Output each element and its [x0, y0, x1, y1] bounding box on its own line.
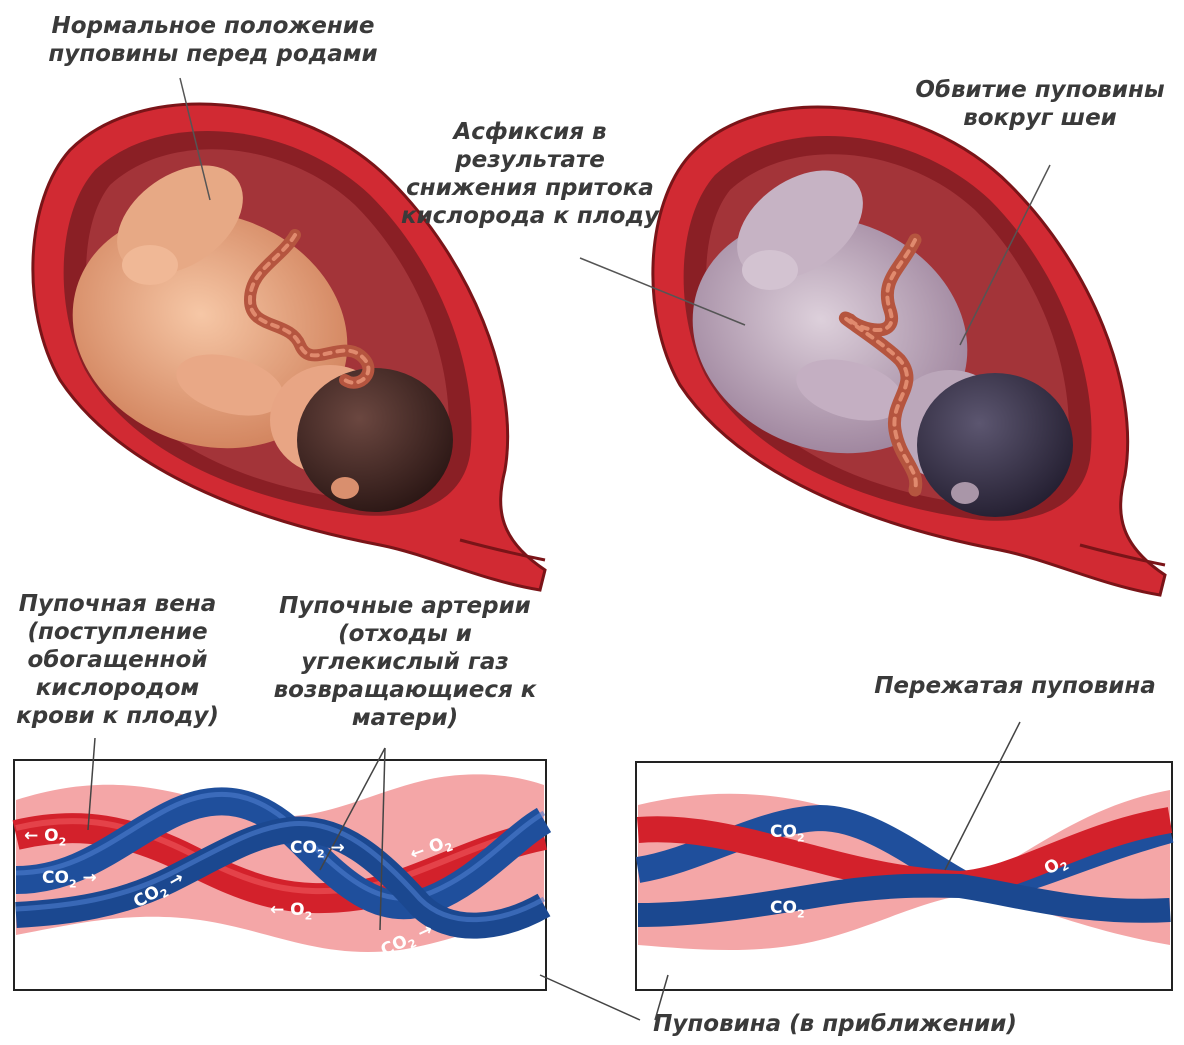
- label-compressed-cord: Пережатая пуповина: [855, 672, 1175, 700]
- label-normal-position: Нормальное положение пуповины перед рода…: [38, 12, 388, 68]
- co2-tag: CO2 →: [42, 868, 97, 890]
- label-asphyxia: Асфиксия в результате снижения притока к…: [395, 118, 665, 230]
- label-cord-closeup: Пуповина (в приближении): [640, 1010, 1030, 1038]
- o2-tag: ← O2: [270, 900, 312, 922]
- fetus-ear: [331, 477, 359, 499]
- label-nuchal-cord: Обвитие пуповины вокруг шеи: [900, 76, 1180, 132]
- co2-tag: CO2 →: [290, 838, 345, 860]
- label-umbilical-vein: Пупочная вена (поступление обогащенной к…: [0, 590, 235, 730]
- fetus-ear: [951, 482, 979, 504]
- co2-tag: CO2: [770, 898, 805, 920]
- label-umbilical-arteries: Пупочные артерии (отходы и углекислый га…: [255, 592, 555, 732]
- co2-tag: CO2: [770, 822, 805, 844]
- cord-closeup-compressed: [636, 762, 1172, 990]
- fetus-foot: [122, 245, 178, 285]
- fetus-head-hair: [297, 368, 453, 512]
- o2-tag: ← O2: [24, 826, 66, 848]
- fetus-foot: [742, 250, 798, 290]
- fetus-head-hair: [917, 373, 1073, 517]
- uterus-nuchal-cord-illustration: [653, 107, 1165, 595]
